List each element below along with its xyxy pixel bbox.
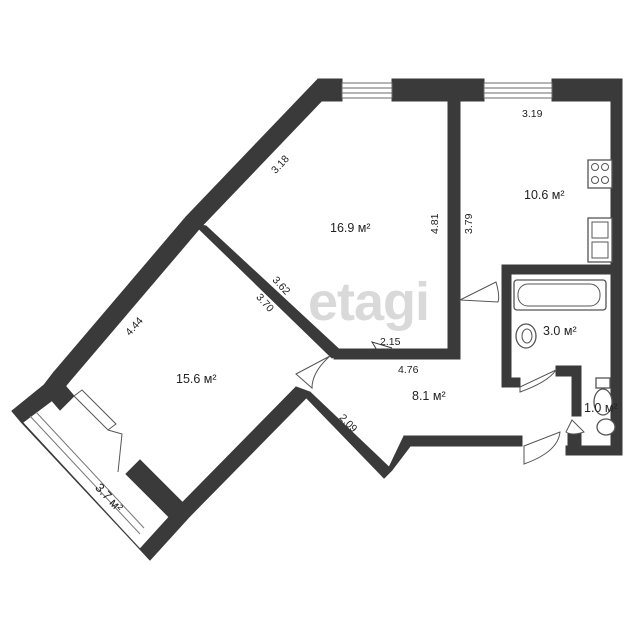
watermark-logo: etagi	[308, 272, 429, 332]
toilet-icon	[593, 377, 613, 416]
dim-3-18: 3.18	[269, 153, 292, 176]
room-area-toilet: 1.0 м²	[584, 401, 618, 415]
room-area-balcony: 3.7 м²	[92, 481, 125, 515]
dim-2-15: 2.15	[380, 336, 401, 348]
bathtub-icon	[513, 279, 607, 311]
room-area-hall: 8.1 м²	[412, 389, 446, 403]
room-area-living: 15.6 м²	[176, 372, 217, 386]
kitchen-sink-icon	[587, 217, 613, 263]
dim-4-76: 4.76	[398, 364, 419, 376]
balcony-door	[73, 389, 123, 473]
interior-walls	[47, 78, 618, 521]
kitchen-stove-icon	[587, 159, 613, 189]
room-area-bedroom: 16.9 м²	[330, 221, 371, 235]
room-area-bathroom: 3.0 м²	[543, 324, 577, 338]
toilet-sink-icon	[596, 418, 616, 436]
doors	[295, 281, 585, 465]
windows	[341, 82, 553, 99]
outer-walls	[11, 78, 623, 561]
dim-3-79: 3.79	[463, 213, 475, 234]
dim-4-81: 4.81	[429, 213, 441, 234]
dim-3-19: 3.19	[522, 108, 543, 120]
balcony-glazing	[29, 411, 145, 535]
room-area-kitchen: 10.6 м²	[524, 188, 565, 202]
bathroom-sink-icon	[515, 323, 537, 349]
dim-4-44: 4.44	[123, 315, 146, 338]
